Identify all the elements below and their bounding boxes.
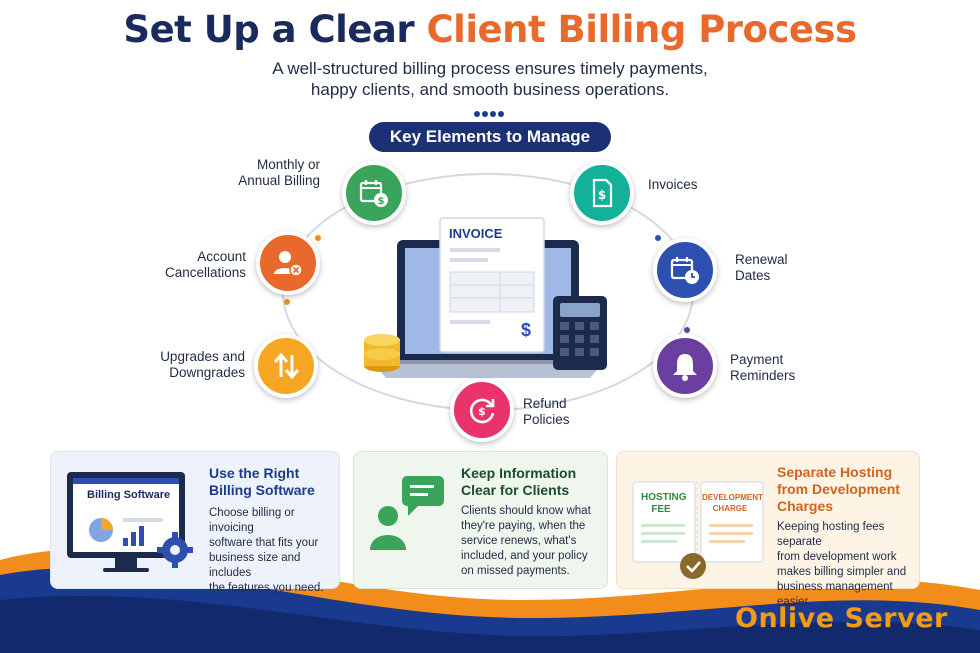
chat-person-icon: [370, 476, 444, 550]
calendar-clock-icon: [670, 257, 699, 284]
payment-reminders-node: [653, 334, 717, 398]
card-hosting-development: HOSTING FEE DEVELOPMENT CHARGE Separate …: [616, 451, 920, 608]
card-billing-software: Billing Software Use the Right Billing S…: [50, 451, 340, 594]
calendar-dollar-icon: $: [359, 180, 388, 207]
hosting-development-docs: [632, 481, 764, 579]
divider-dots: [474, 104, 506, 117]
account-cancellations-node: [256, 231, 320, 295]
invoices-node: $: [570, 161, 634, 225]
billing-software-monitor: [67, 472, 193, 572]
brand-word-2: Server: [844, 603, 948, 634]
billing-software-screen-label: Billing Software: [87, 489, 171, 501]
arrows-updown-icon: [273, 352, 300, 380]
card-hosting-title: Separate Hosting from Development Charge…: [777, 464, 900, 514]
payment-reminders-label: Payment Reminders: [730, 352, 796, 383]
gear-icon: [157, 532, 193, 568]
renewal-dates-label: Renewal Dates: [735, 252, 788, 283]
card-software-body: Choose billing or invoicing software tha…: [209, 507, 324, 594]
section-pill: Key Elements to Manage: [369, 122, 611, 152]
title-part-1: Set Up a Clear: [123, 8, 415, 51]
invoice-doc-icon: $: [592, 178, 613, 208]
check-badge-icon: [680, 553, 706, 579]
bell-icon: [673, 354, 697, 381]
upgrades-label: Upgrades and Downgrades: [160, 349, 245, 380]
svg-text:$: $: [378, 196, 385, 207]
monthly-billing-node: $: [342, 161, 406, 225]
development-charge-doc-label: DEVELOPMENT CHARGE: [702, 493, 763, 513]
card-info-body: Clients should know what they're paying,…: [461, 505, 591, 577]
invoice-heading: INVOICE: [449, 226, 503, 241]
invoice-dollar: $: [521, 320, 532, 340]
subtitle-line-2: happy clients, and smooth business opera…: [310, 80, 670, 99]
monthly-billing-label: Monthly or Annual Billing: [238, 157, 320, 188]
refund-policies-label: Refund Policies: [523, 396, 570, 427]
svg-text:$: $: [598, 188, 606, 202]
brand-logo: Onlive Server: [735, 603, 948, 634]
user-x-icon: [274, 251, 303, 277]
subtitle-line-1: A well-structured billing process ensure…: [272, 59, 708, 78]
renewal-dates-node: [653, 238, 717, 302]
hosting-fee-doc-label: HOSTING FEE: [641, 492, 687, 515]
page-title: Set Up a Clear Client Billing Process: [0, 8, 980, 51]
title-part-2: Client Billing Process: [426, 8, 858, 51]
card-hosting-body: Keeping hosting fees separate from devel…: [777, 521, 907, 608]
upgrades-node: [254, 334, 318, 398]
card-software-title: Use the Right Billing Software: [209, 465, 315, 498]
subtitle: A well-structured billing process ensure…: [240, 58, 740, 100]
account-cancellations-label: Account Cancellations: [164, 249, 246, 280]
card-client-information: Keep Information Clear for Clients Clien…: [353, 451, 608, 589]
invoices-label: Invoices: [648, 177, 698, 192]
refund-policies-node: $: [450, 378, 514, 442]
card-info-title: Keep Information Clear for Clients: [461, 465, 577, 498]
refund-cycle-icon: $: [469, 398, 495, 424]
svg-text:$: $: [478, 405, 486, 418]
brand-word-1: Onlive: [735, 603, 835, 634]
